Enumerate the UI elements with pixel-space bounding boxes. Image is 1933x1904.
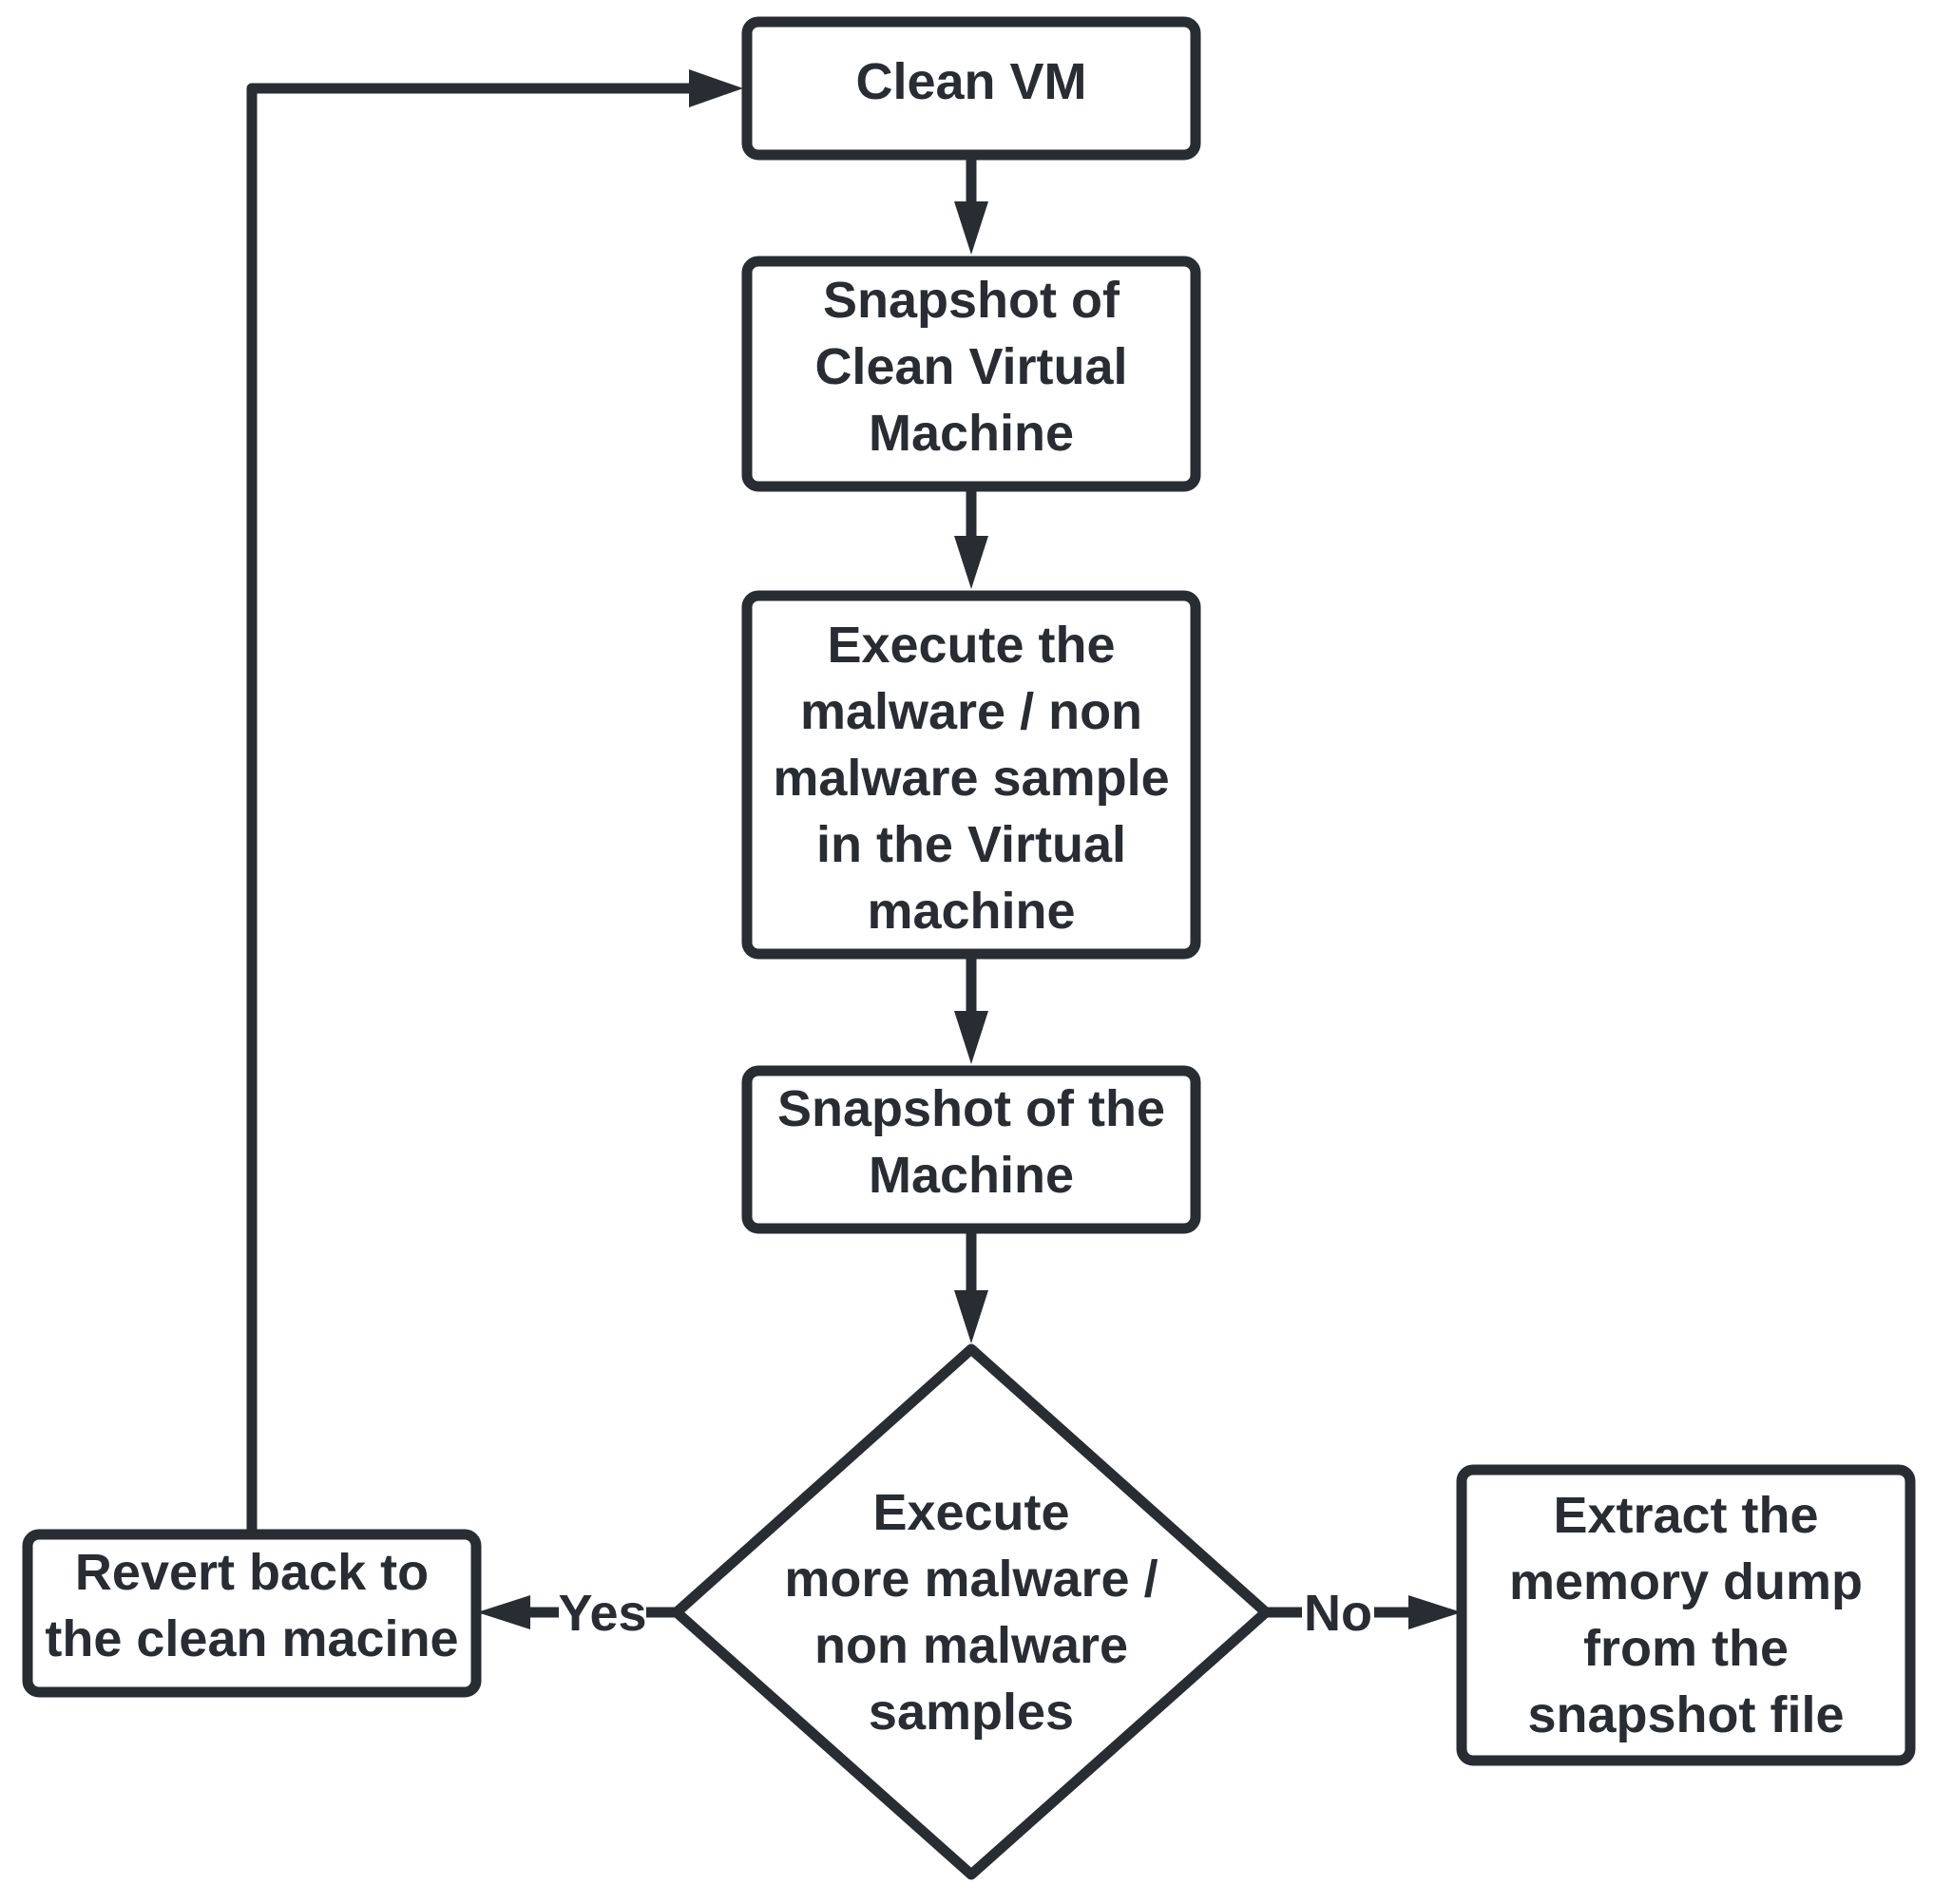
node-label-line: from the <box>1583 1620 1789 1677</box>
node-label-line: in the Virtual <box>816 816 1126 873</box>
node-label-line: machine <box>867 883 1075 940</box>
edge-label-no: No <box>1302 1585 1374 1642</box>
node-label-line: non malware <box>814 1617 1128 1674</box>
arrow-right-icon <box>1408 1595 1462 1629</box>
edge-revert-to-cleanvm <box>246 83 699 1530</box>
arrow-down-icon <box>954 201 988 255</box>
node-label-line: snapshot file <box>1527 1686 1844 1743</box>
node-label-execute-sample: Execute the malware / non malware sample in… <box>773 617 1169 940</box>
node-label-line: memory dump <box>1509 1553 1863 1610</box>
process-box <box>22 1529 482 1698</box>
node-label-line: more malware / <box>784 1551 1158 1608</box>
arrow-down-icon <box>954 1290 988 1343</box>
node-label-line: Clean Virtual <box>814 338 1127 395</box>
node-decision-more-samples: Execute more malware / non malware samples <box>671 1343 1272 1880</box>
edge-label-yes: Yes <box>558 1585 647 1642</box>
node-label-line: malware sample <box>773 750 1169 807</box>
node-label-line: Machine <box>869 1147 1074 1204</box>
yes-label: Yes <box>558 1585 646 1642</box>
node-label-line: Clean VM <box>855 53 1086 110</box>
node-label-line: Extract the <box>1553 1487 1818 1544</box>
node-label-line: Snapshot of the <box>777 1080 1165 1137</box>
node-label-decision: Execute more malware / non malware samples <box>784 1484 1158 1741</box>
connectors <box>246 69 1462 1629</box>
node-label-line: the clean macine <box>45 1610 458 1667</box>
arrow-down-icon <box>954 536 988 589</box>
node-label-extract: Extract the memory dump from the snapshot f… <box>1509 1487 1863 1743</box>
node-label-line: Execute <box>872 1484 1069 1541</box>
node-label-line: malware / non <box>800 683 1142 740</box>
arrow-right-icon <box>689 69 743 107</box>
arrow-down-icon <box>954 1011 988 1064</box>
node-label-line: samples <box>869 1684 1074 1741</box>
process-box <box>741 1065 1201 1234</box>
node-label-line: Machine <box>869 405 1074 462</box>
node-execute-sample: Execute the malware / non malware sample in… <box>741 590 1201 960</box>
node-label-line: Revert back to <box>75 1544 429 1601</box>
decision-diamond <box>671 1343 1272 1880</box>
node-label-line: Execute the <box>827 617 1115 674</box>
process-box <box>1456 1464 1916 1766</box>
process-box <box>741 590 1201 960</box>
node-revert: Revert back to the clean macine <box>22 1529 482 1698</box>
node-label-revert: Revert back to the clean macine <box>45 1544 458 1667</box>
no-label: No <box>1304 1585 1372 1642</box>
node-label-line: Snapshot of <box>823 272 1120 329</box>
node-extract: Extract the memory dump from the snapshot f… <box>1456 1464 1916 1766</box>
arrow-left-icon <box>477 1595 530 1629</box>
node-clean-vm: Clean VM <box>741 16 1201 161</box>
process-box <box>741 256 1201 492</box>
process-box <box>741 16 1201 161</box>
node-label-clean-vm: Clean VM <box>855 53 1086 110</box>
